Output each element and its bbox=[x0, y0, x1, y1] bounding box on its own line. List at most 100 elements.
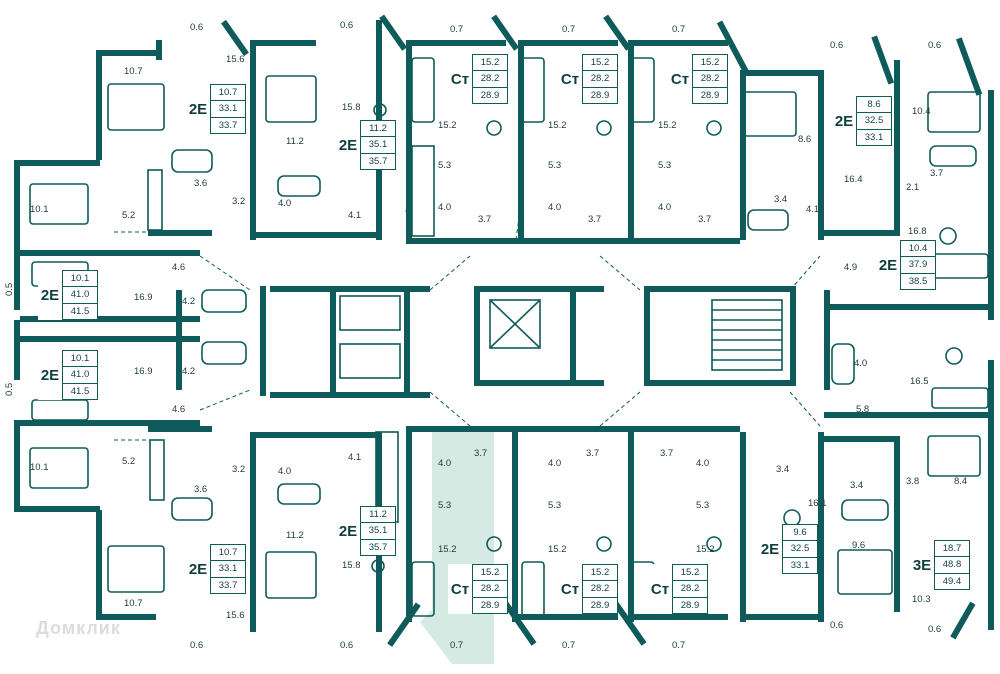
area-label: 4.0 bbox=[438, 202, 452, 213]
unit-area: 33.1 bbox=[211, 101, 245, 118]
unit-total: 28.9 bbox=[590, 599, 610, 611]
unit-living: 10.1 bbox=[63, 351, 97, 368]
area-label: 4.1 bbox=[806, 204, 820, 215]
unit-living: 11.2 bbox=[361, 507, 395, 524]
area-label: 0.5 bbox=[4, 382, 15, 396]
area-label: 4.0 bbox=[278, 198, 292, 209]
area-label: 0.7 bbox=[450, 640, 464, 651]
unit-area: 32.5 bbox=[857, 113, 891, 130]
unit-living: 15.2 bbox=[693, 55, 727, 72]
unit-type: Ст bbox=[670, 70, 690, 88]
area-label: 9.6 bbox=[852, 540, 866, 551]
area-label: 3.4 bbox=[774, 194, 788, 205]
area-label: 5.3 bbox=[658, 160, 672, 171]
area-label: 3.7 bbox=[930, 168, 944, 179]
area-label: 15.2 bbox=[548, 544, 567, 555]
area-label: 10.7 bbox=[124, 598, 143, 609]
area-label: 16.9 bbox=[134, 292, 153, 303]
area-label: 11.2 bbox=[286, 136, 304, 147]
corridor-lines bbox=[114, 209, 821, 441]
unit-total: 33.1 bbox=[864, 131, 884, 143]
unit-total: 28.9 bbox=[590, 89, 610, 101]
unit-type: Ст bbox=[650, 580, 670, 598]
area-label: 4.6 bbox=[172, 262, 186, 273]
area-label: 0.6 bbox=[340, 640, 354, 651]
watermark-logo: Домклик bbox=[36, 618, 121, 638]
unit-type: Ст bbox=[560, 580, 580, 598]
unit-total: 41.5 bbox=[70, 305, 90, 317]
unit-type: 2Е bbox=[834, 112, 854, 130]
area-label: 3.7 bbox=[586, 448, 600, 459]
area-label: 15.2 bbox=[696, 544, 715, 555]
area-label: 3.7 bbox=[478, 214, 492, 225]
unit-total: 49.4 bbox=[942, 575, 962, 587]
area-label: 2.1 bbox=[906, 182, 920, 193]
unit-area: 33.1 bbox=[211, 561, 245, 578]
unit-area: 41.0 bbox=[63, 367, 97, 384]
area-label: 15.2 bbox=[548, 120, 567, 131]
area-label: 15.2 bbox=[658, 120, 677, 131]
area-label: 0.5 bbox=[4, 282, 15, 296]
area-label: 15.6 bbox=[226, 610, 245, 621]
area-label: 5.3 bbox=[438, 500, 452, 511]
unit-total: 35.7 bbox=[368, 155, 388, 167]
area-label: 16.5 bbox=[910, 376, 929, 387]
unit-living: 15.2 bbox=[673, 565, 707, 582]
interior-walls bbox=[20, 230, 994, 442]
area-label: 11.2 bbox=[286, 530, 304, 541]
unit-total: 33.7 bbox=[218, 119, 238, 131]
area-label: 3.4 bbox=[850, 480, 864, 491]
area-label: 0.7 bbox=[562, 24, 576, 35]
staircase bbox=[339, 295, 783, 379]
area-label: 4.2 bbox=[182, 366, 196, 377]
unit-total: 38.5 bbox=[908, 275, 928, 287]
unit-type: 2Е bbox=[338, 522, 358, 540]
area-label: 10.4 bbox=[912, 106, 931, 117]
unit-living: 18.7 bbox=[935, 541, 969, 558]
area-label: 5.2 bbox=[122, 456, 136, 467]
area-label: 3.4 bbox=[776, 464, 790, 475]
unit-living: 15.2 bbox=[473, 55, 507, 72]
area-label: 3.7 bbox=[474, 448, 488, 459]
area-label: 0.7 bbox=[672, 24, 686, 35]
area-label: 5.3 bbox=[696, 500, 710, 511]
area-label: 15.8 bbox=[342, 102, 361, 113]
unit-type: 2Е bbox=[338, 136, 358, 154]
area-label: 0.6 bbox=[340, 20, 354, 31]
area-label: 0.6 bbox=[928, 624, 942, 635]
area-label: 5.8 bbox=[856, 404, 870, 415]
area-label: 5.3 bbox=[548, 160, 562, 171]
unit-type: Ст bbox=[450, 580, 470, 598]
unit-area: 37.9 bbox=[901, 257, 935, 274]
unit-total: 33.7 bbox=[218, 579, 238, 591]
area-label: 8.4 bbox=[954, 476, 968, 487]
area-label: 4.0 bbox=[278, 466, 292, 477]
area-label: 5.2 bbox=[122, 210, 136, 221]
area-label: 3.8 bbox=[906, 476, 920, 487]
unit-type: 2Е bbox=[188, 100, 208, 118]
unit-living: 15.2 bbox=[473, 565, 507, 582]
area-label: 4.0 bbox=[548, 202, 562, 213]
unit-area: 28.2 bbox=[583, 581, 617, 598]
selected-unit-highlight[interactable] bbox=[420, 432, 494, 664]
area-label: 4.0 bbox=[658, 202, 672, 213]
unit-total: 28.9 bbox=[480, 599, 500, 611]
area-label: 10.3 bbox=[912, 594, 931, 605]
area-label: 4.1 bbox=[348, 452, 362, 463]
